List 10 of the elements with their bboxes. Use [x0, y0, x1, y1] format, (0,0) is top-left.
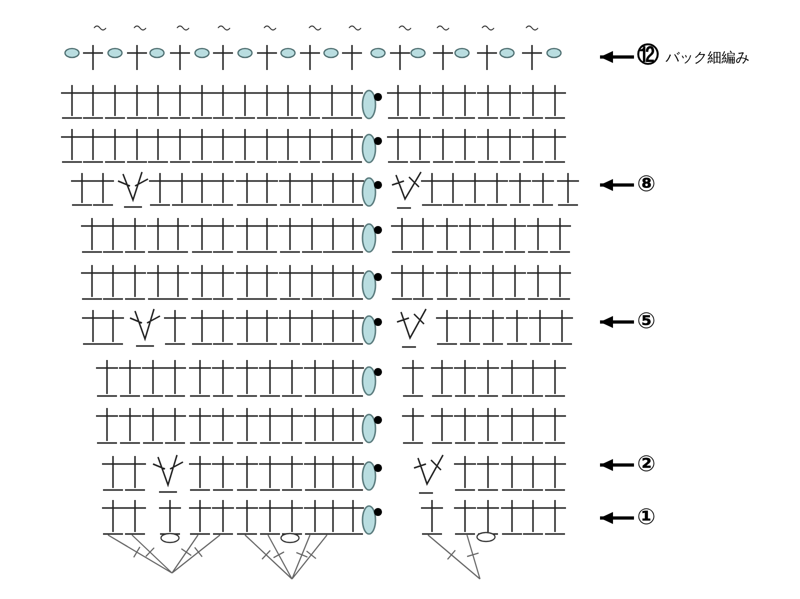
arrow [600, 316, 634, 328]
arrow [600, 179, 634, 191]
row-label: ⑫ バック細編み [637, 43, 750, 71]
arrow [600, 459, 634, 471]
row-number: ② [637, 452, 656, 478]
row-number: ⑤ [637, 309, 656, 335]
arrow [600, 51, 634, 63]
row-number: ① [637, 505, 656, 531]
row-number: ⑧ [637, 172, 656, 198]
arrow [600, 512, 634, 524]
